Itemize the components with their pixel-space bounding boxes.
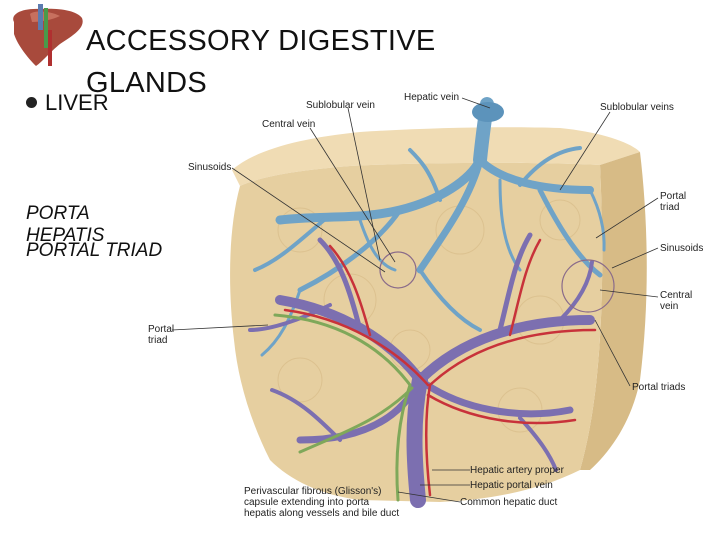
label-common-hepatic-duct: Common hepatic duct bbox=[460, 497, 558, 508]
label-sinusoids-right: Sinusoids bbox=[660, 243, 704, 254]
label-portal-triads: Portal triads bbox=[632, 382, 686, 393]
bullet-liver-label: LIVER bbox=[45, 90, 109, 115]
porta-hepatis-label: PORTA HEPATIS bbox=[26, 203, 105, 246]
label-portal-triad-left-line2: triad bbox=[148, 335, 168, 346]
label-portal-triad-right-line2: triad bbox=[660, 202, 680, 213]
lobule-highlights bbox=[379, 251, 615, 313]
bullet-liver: LIVER bbox=[26, 90, 109, 116]
portal-vein-tree bbox=[248, 232, 595, 508]
bile-duct-tree bbox=[273, 313, 414, 502]
label-sublobular-veins: Sublobular veins bbox=[600, 102, 674, 113]
label-sinusoids-left: Sinusoids bbox=[188, 162, 232, 173]
label-central-vein-right-line1: Central bbox=[660, 290, 693, 301]
label-portal-triad-left-line1: Portal bbox=[148, 324, 175, 335]
label-hepatic-portal-vein: Hepatic portal vein bbox=[470, 480, 553, 491]
label-hepatic-artery: Hepatic artery proper bbox=[470, 465, 564, 476]
hepatic-artery-tree bbox=[283, 238, 597, 497]
slide-title: ACCESSORY DIGESTIVE GLANDS bbox=[86, 25, 436, 99]
label-capsule-line2: capsule extending into porta bbox=[244, 497, 370, 508]
label-central-vein-top: Central vein bbox=[262, 119, 316, 130]
label-hepatic-vein: Hepatic vein bbox=[404, 92, 460, 103]
label-portal-triad-right-line1: Portal bbox=[660, 191, 687, 202]
label-glisson-capsule: Perivascular fibrous (Glisson's)capsule … bbox=[244, 486, 399, 519]
label-sublobular-vein: Sublobular vein bbox=[306, 100, 375, 111]
label-capsule-line3: hepatis along vessels and bile duct bbox=[244, 508, 400, 519]
bullet-dot-icon bbox=[26, 96, 37, 108]
label-capsule-line1: Perivascular fibrous (Glisson's) bbox=[244, 486, 382, 497]
portal-triad-label: PORTAL TRIAD bbox=[26, 240, 163, 261]
label-central-vein-right-line2: vein bbox=[660, 301, 679, 312]
